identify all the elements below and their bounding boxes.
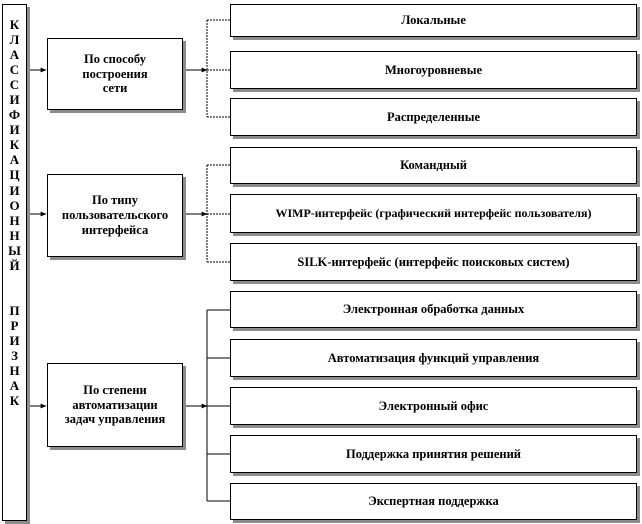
leaf-box-multilevel: Многоуровневые — [230, 51, 637, 89]
root-letter: Ы — [8, 242, 21, 258]
root-letter: Н — [9, 212, 20, 228]
leaf-box-local: Локальные — [230, 4, 637, 37]
root-letter: А — [9, 47, 20, 63]
root-classification-box: К Л А С С И Ф И К А Ц И О Н Н Ы Й П Р И … — [2, 4, 27, 521]
root-letter: И — [9, 332, 20, 348]
leaf-box-expert-support: Экспертная поддержка — [230, 483, 637, 520]
root-letter: К — [9, 17, 20, 32]
root-letter: И — [9, 182, 20, 198]
root-letter: Н — [9, 363, 20, 379]
root-letter: Ц — [9, 167, 20, 183]
root-letter: И — [9, 122, 20, 138]
root-letter: Н — [9, 227, 20, 243]
root-letter: Р — [10, 317, 19, 333]
root-letter: О — [9, 197, 20, 213]
root-letter: С — [9, 77, 20, 93]
leaf-box-wimp: WIMP-интерфейс (графический интерфейс по… — [230, 194, 637, 233]
root-letter: К — [9, 137, 20, 153]
leaf-box-data-processing: Электронная обработка данных — [230, 291, 637, 328]
category-box-automation-level: По степени автоматизации задач управлени… — [47, 363, 183, 447]
leaf-box-management-automation: Автоматизация функций управления — [230, 339, 637, 377]
root-letter: П — [9, 302, 20, 318]
root-letter: К — [9, 393, 20, 409]
root-letter: З — [11, 348, 18, 364]
leaf-box-electronic-office: Электронный офис — [230, 387, 637, 425]
leaf-box-distributed: Распределенные — [230, 98, 637, 136]
root-letter: А — [9, 378, 20, 394]
leaf-box-command: Командный — [230, 147, 637, 184]
root-letter: Ф — [8, 107, 21, 123]
root-letter: А — [9, 152, 20, 168]
root-letter: И — [9, 92, 20, 108]
leaf-box-silk: SILK-интерфейс (интерфейс поисковых сист… — [230, 243, 637, 281]
root-letter: Й — [9, 257, 20, 273]
leaf-box-decision-support: Поддержка принятия решений — [230, 435, 637, 473]
root-letter: С — [9, 62, 20, 78]
root-letter: Л — [9, 32, 20, 48]
category-box-user-interface: По типу пользовательского интерфейса — [47, 174, 183, 257]
category-box-network-structure: По способу построения сети — [47, 38, 183, 110]
